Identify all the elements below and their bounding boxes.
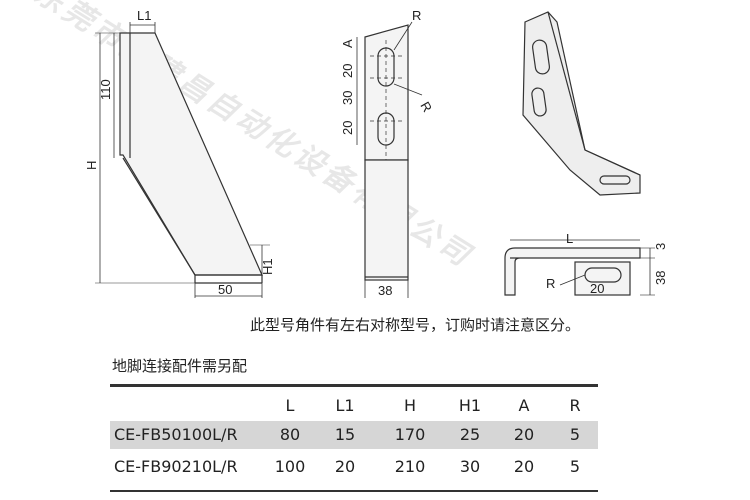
dim-l1: L1 <box>137 8 151 23</box>
dim-h38: 38 <box>653 271 668 285</box>
dim-r-mid: R <box>417 99 435 115</box>
dim-20a: 20 <box>340 64 355 78</box>
header-r: R <box>569 396 581 415</box>
value-cell: 100 <box>274 457 306 476</box>
table-row: CE-FB50100L/R 80 15 170 25 20 5 <box>110 421 598 449</box>
value-cell: 25 <box>459 425 481 444</box>
value-cell: 80 <box>279 425 301 444</box>
dim-38: 38 <box>378 283 392 298</box>
value-cell: 5 <box>569 457 581 476</box>
dim-20-bottom: 20 <box>590 281 604 296</box>
header-h: H <box>403 396 417 415</box>
technical-drawings: L1 110 H H1 50 R A 20 30 20 R 38 L 3 38 … <box>84 8 668 298</box>
dim-r-bottom: R <box>546 276 555 291</box>
value-cell: 20 <box>334 457 356 476</box>
header-a: A <box>518 396 530 415</box>
dim-30: 30 <box>340 91 355 105</box>
accessory-note: 地脚连接配件需另配 <box>112 357 248 375</box>
value-cell: 30 <box>459 457 481 476</box>
bottom-view-drawing <box>504 239 655 296</box>
model-cell: CE-FB50100L/R <box>114 425 238 444</box>
table-bottom-rule <box>110 490 598 492</box>
table-header-row: L L1 H H1 A R <box>110 392 598 420</box>
value-cell: 20 <box>513 457 535 476</box>
model-cell: CE-FB90210L/R <box>114 457 238 476</box>
table-top-rule <box>110 384 598 387</box>
header-h1: H1 <box>458 396 482 415</box>
dim-50: 50 <box>218 282 232 297</box>
dim-h: H <box>84 161 99 170</box>
dim-3: 3 <box>653 243 668 250</box>
side-view-drawing <box>356 21 423 298</box>
header-l: L <box>285 396 295 415</box>
dim-20b: 20 <box>340 121 355 135</box>
dim-110: 110 <box>98 79 113 100</box>
dim-l: L <box>566 231 573 246</box>
value-cell: 5 <box>569 425 581 444</box>
iso-view-drawing <box>522 11 641 196</box>
dim-a: A <box>340 39 355 48</box>
header-l1: L1 <box>335 396 355 415</box>
dim-r-top: R <box>412 8 421 23</box>
symmetry-note: 此型号角件有左右对称型号，订购时请注意区分。 <box>250 316 581 334</box>
table-row: CE-FB90210L/R 100 20 210 30 20 5 <box>110 453 598 481</box>
value-cell: 210 <box>394 457 426 476</box>
value-cell: 170 <box>394 425 426 444</box>
value-cell: 15 <box>334 425 356 444</box>
dim-h1: H1 <box>260 258 275 275</box>
value-cell: 20 <box>513 425 535 444</box>
front-view-drawing <box>95 22 270 298</box>
